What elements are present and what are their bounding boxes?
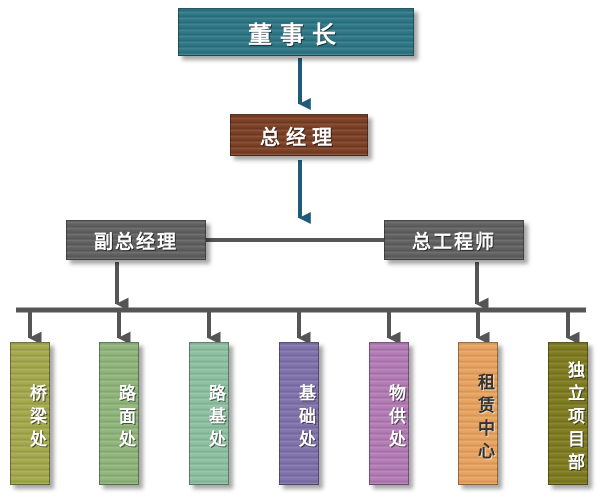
department-box: 路面处: [99, 342, 139, 485]
department-label: 租赁中心: [474, 372, 494, 465]
deputy-gm-box: 副总经理: [66, 220, 206, 260]
department-box: 独立项目部: [548, 342, 588, 485]
chief-engineer-label: 总工程师: [411, 230, 496, 253]
chairman-box: 董事长: [178, 8, 414, 56]
department-label: 物供处: [385, 384, 405, 453]
department-label: 桥梁处: [26, 384, 46, 453]
chairman-label: 董事长: [248, 20, 344, 49]
general-manager-box: 总经理: [230, 114, 368, 156]
department-box: 租赁中心: [458, 342, 498, 485]
department-box: 路基处: [189, 342, 229, 485]
department-label: 路面处: [115, 384, 135, 453]
chief-engineer-box: 总工程师: [384, 220, 524, 260]
deputy-gm-label: 副总经理: [93, 230, 178, 253]
department-arrows: [28, 312, 580, 345]
department-label: 路基处: [205, 384, 225, 453]
general-manager-label: 总经理: [260, 124, 338, 149]
department-box: 基础处: [279, 342, 319, 485]
department-box: 物供处: [369, 342, 409, 485]
department-label: 独立项目部: [564, 361, 584, 476]
department-box: 桥梁处: [10, 342, 50, 485]
department-label: 基础处: [295, 384, 315, 453]
